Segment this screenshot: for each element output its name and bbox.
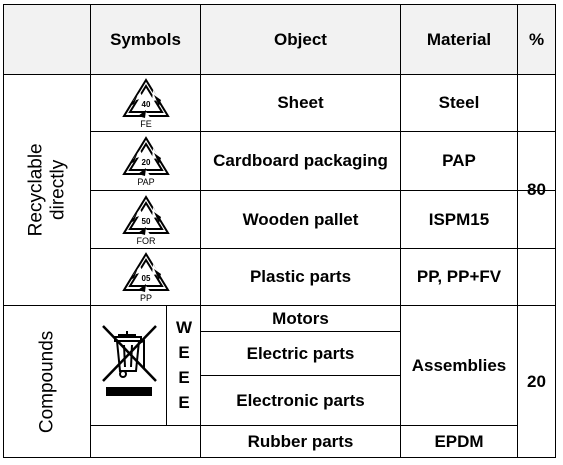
weee-letter: E bbox=[178, 393, 190, 412]
group-label-cell: Recyclable directly bbox=[4, 75, 90, 305]
header-percent: % bbox=[528, 29, 545, 49]
material-cell: Assemblies bbox=[411, 355, 507, 375]
recycling-code: FOR bbox=[137, 236, 156, 246]
percent-recyclable: 80 bbox=[527, 180, 546, 200]
recycling-number: 40 bbox=[142, 100, 151, 109]
crossed-out-wheeled-bin-icon bbox=[98, 321, 164, 404]
object-cell: Wooden pallet bbox=[242, 209, 359, 229]
recycling-code: FE bbox=[140, 119, 152, 129]
material-cell: ISPM15 bbox=[428, 209, 490, 229]
weee-letter: W bbox=[175, 318, 193, 337]
divider bbox=[166, 305, 167, 425]
object-cell: Motors bbox=[272, 308, 329, 328]
weee-letter: E bbox=[178, 343, 190, 362]
recycling-code: PAP bbox=[137, 177, 154, 187]
object-cell: Sheet bbox=[277, 93, 324, 113]
divider bbox=[200, 375, 401, 376]
group-label-compounds: Compounds bbox=[36, 330, 58, 433]
object-cell: Electric parts bbox=[246, 343, 355, 363]
divider bbox=[400, 5, 401, 457]
header-object: Object bbox=[274, 29, 327, 49]
recycling-code: PP bbox=[140, 293, 152, 303]
divider bbox=[4, 74, 555, 75]
divider bbox=[90, 248, 555, 249]
object-cell: Electronic parts bbox=[236, 390, 365, 410]
divider bbox=[90, 131, 555, 132]
group-label-cell: Compounds bbox=[4, 306, 90, 457]
percent-compounds: 20 bbox=[527, 371, 546, 391]
group-label-recyclable: Recyclable directly bbox=[25, 143, 68, 237]
material-cell: EPDM bbox=[434, 431, 484, 451]
weee-letter: E bbox=[178, 368, 190, 387]
recycling-triangle-icon: 20 PAP bbox=[116, 134, 176, 194]
recycling-number: 05 bbox=[142, 274, 151, 283]
header-row-background bbox=[4, 5, 555, 74]
object-cell: Cardboard packaging bbox=[213, 151, 388, 171]
recycling-triangle-icon: 05 PP bbox=[116, 250, 176, 310]
divider bbox=[200, 5, 201, 457]
object-cell: Rubber parts bbox=[247, 431, 354, 451]
divider bbox=[517, 5, 518, 457]
object-cell: Plastic parts bbox=[249, 267, 352, 287]
divider bbox=[90, 190, 555, 191]
recycling-number: 50 bbox=[142, 217, 151, 226]
recycling-triangle-icon: 40 FE bbox=[116, 76, 176, 136]
header-material: Material bbox=[426, 29, 492, 49]
material-cell: Steel bbox=[438, 93, 480, 113]
divider bbox=[90, 5, 91, 457]
header-symbols: Symbols bbox=[110, 29, 181, 49]
divider bbox=[200, 331, 401, 332]
recycling-triangle-icon: 50 FOR bbox=[116, 193, 176, 253]
materials-table: Symbols Object Material % Recyclable dir… bbox=[3, 4, 556, 458]
material-cell: PAP bbox=[442, 151, 476, 171]
divider bbox=[4, 305, 555, 306]
material-cell: PP, PP+FV bbox=[416, 267, 502, 287]
divider bbox=[90, 425, 517, 426]
recycling-number: 20 bbox=[142, 158, 151, 167]
